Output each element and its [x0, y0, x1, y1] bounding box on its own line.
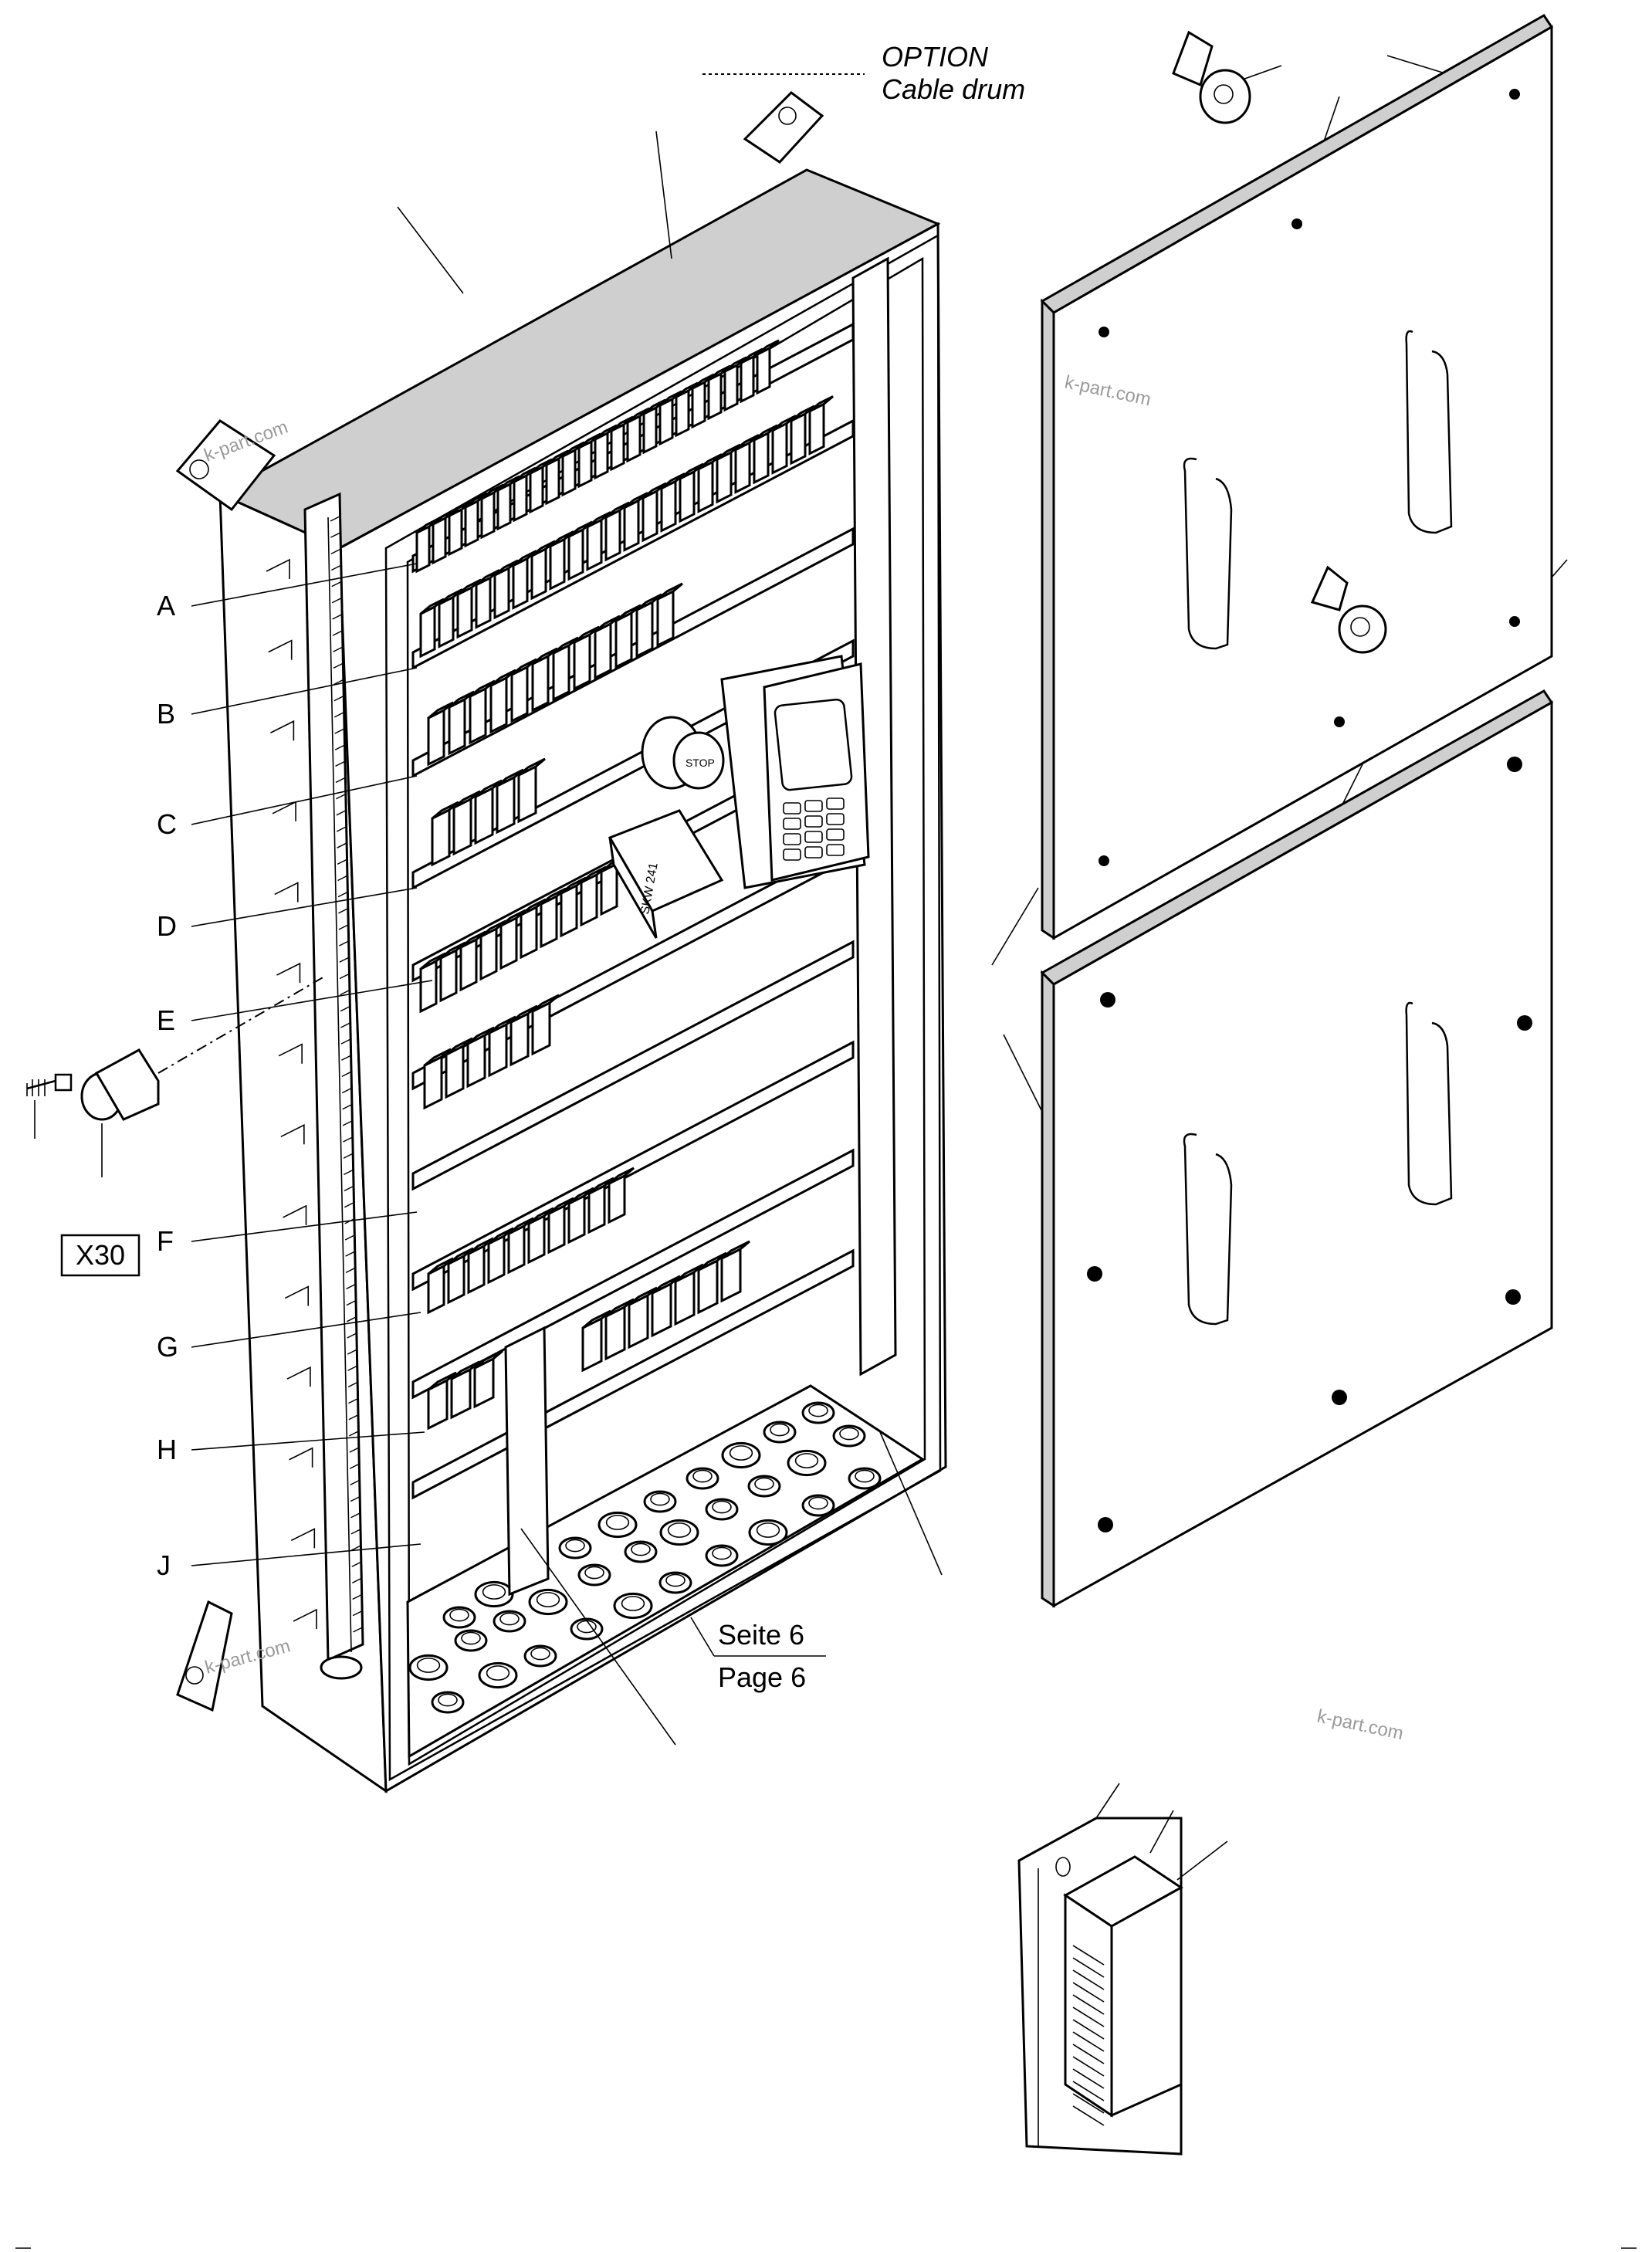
cable-duct-detail [1017, 1783, 1228, 2155]
cable-duct-left [303, 492, 364, 1662]
duct-side [1110, 1885, 1183, 2118]
relay-modules [415, 339, 834, 1570]
upper-door-panel [1052, 25, 1553, 940]
inner-divider [504, 1326, 550, 1597]
lug-hole [189, 459, 209, 479]
page-reference: Seite 6 Page 6 [690, 1617, 826, 1693]
option-title: OPTION [882, 41, 989, 73]
upper-door [1040, 14, 1554, 940]
skw-module: SKW 241 [608, 809, 724, 939]
cable-glands [408, 1401, 882, 1714]
callout-g: G [157, 1331, 178, 1363]
door-handle [1405, 1001, 1453, 1206]
option-subtitle: Cable drum [882, 73, 1025, 105]
cable-duct-right [851, 256, 897, 1377]
callout-h: H [157, 1434, 177, 1465]
x30-label-box [60, 1234, 140, 1277]
connector-screw [26, 1073, 73, 1092]
mounting-lug-top-left [175, 419, 276, 512]
door-handle [1183, 1133, 1233, 1326]
door-handle [1183, 457, 1233, 650]
callout-c: C [157, 808, 177, 840]
lug-hole [185, 1666, 204, 1685]
lug-hole [778, 107, 797, 125]
option-note: OPTION Cable drum [702, 41, 1025, 105]
page-ref-de: Seite 6 [718, 1619, 804, 1651]
callout-e: E [157, 1004, 175, 1036]
emergency-stop: STOP [641, 716, 725, 790]
keypad [783, 798, 845, 861]
door-lock [1338, 604, 1387, 654]
control-cabinet: STOP SKW 241 [175, 91, 947, 1793]
callout-j: J [157, 1549, 171, 1581]
door-handle [1405, 330, 1453, 534]
callout-f: F [157, 1225, 174, 1257]
lower-door-panel [1052, 700, 1553, 1608]
ground-bolt [320, 1655, 363, 1680]
callout-d: D [157, 910, 177, 942]
upper-door-edge-left [1041, 298, 1055, 940]
emergency-stop-text: STOP [686, 757, 715, 769]
display-screen [774, 698, 853, 791]
x30-connector: X30 [26, 976, 325, 1277]
lower-door [1040, 689, 1554, 1608]
page-ref-en: Page 6 [718, 1661, 806, 1693]
mounting-lug-top-right [743, 91, 824, 164]
lock-key [1310, 565, 1349, 611]
operator-display [720, 655, 870, 889]
watermark: k-part.com [1315, 1705, 1405, 1744]
lower-door-edge-left [1041, 970, 1055, 1608]
duct-front [1064, 1893, 1113, 2118]
callout-labels: A B C D E F G H J [157, 563, 433, 1581]
callout-a: A [157, 590, 175, 621]
cabinet-frame-outer [384, 233, 942, 1782]
spare-lock [1172, 30, 1251, 124]
x30-label: X30 [76, 1239, 125, 1271]
callout-b: B [157, 698, 175, 730]
